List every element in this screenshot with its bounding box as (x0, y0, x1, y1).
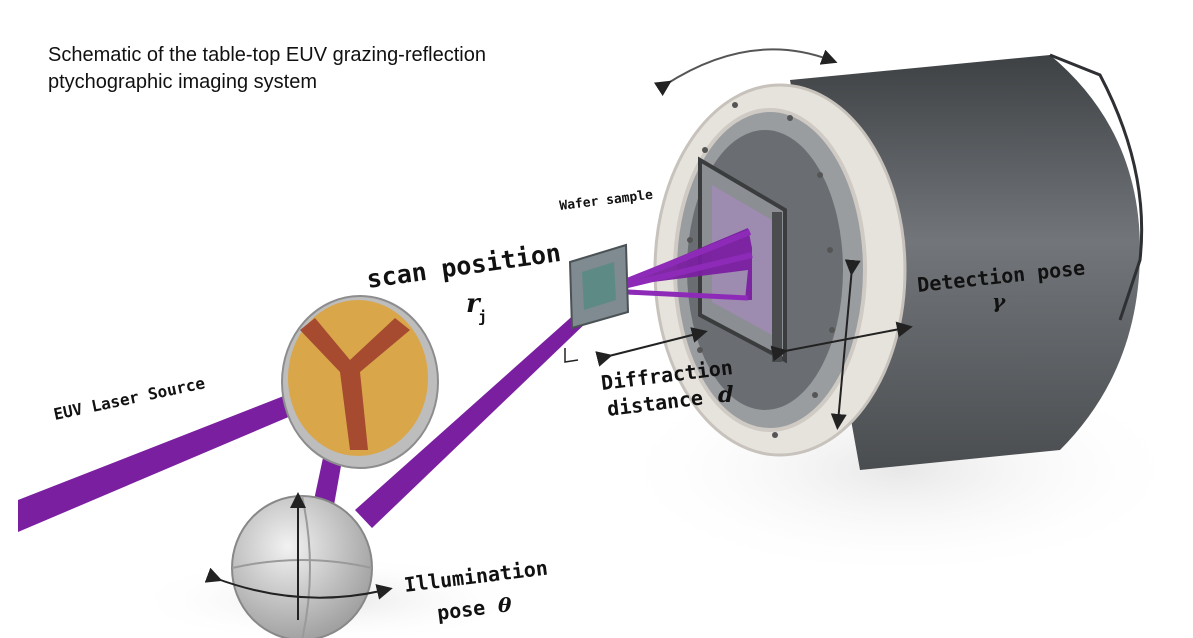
diffraction-distance-arrow (595, 327, 708, 367)
detector-body-facet (1049, 53, 1144, 321)
detection-vertical-arrow (830, 259, 861, 430)
figure-caption: Schematic of the table-top EUV grazing-r… (48, 44, 486, 93)
illumination-rotation-arrow (204, 567, 393, 600)
wafer-axis-marker (564, 348, 579, 363)
label-diffraction-symbol: d (718, 382, 733, 408)
beam-sphere-to-wafer (355, 287, 614, 528)
detector-rotation-arrow (653, 48, 838, 97)
label-laser-source: EUV Laser Source (52, 373, 207, 424)
mirror-stripe (300, 318, 410, 450)
label-wafer-sample: Wafer sample (559, 188, 654, 214)
beam-diffraction-ray-1 (605, 229, 752, 292)
detector-sensor-bar (772, 212, 782, 362)
illumination-sphere (204, 492, 393, 638)
label-scan-position: scan position (365, 238, 563, 294)
mirror-disk (281, 295, 439, 469)
label-illumination-line2: pose (436, 595, 487, 625)
label-illumination-symbol: θ (498, 593, 512, 617)
beam-diffraction-ray-2 (606, 252, 753, 293)
label-scan-symbol: r (466, 289, 482, 319)
wafer-sample (564, 243, 630, 363)
beam-diffraction-ray-3 (606, 288, 749, 301)
label-scan-subscript: j (478, 308, 487, 326)
label-detection-symbol: γ (992, 289, 1006, 313)
beam-source-to-mirror (18, 372, 352, 532)
